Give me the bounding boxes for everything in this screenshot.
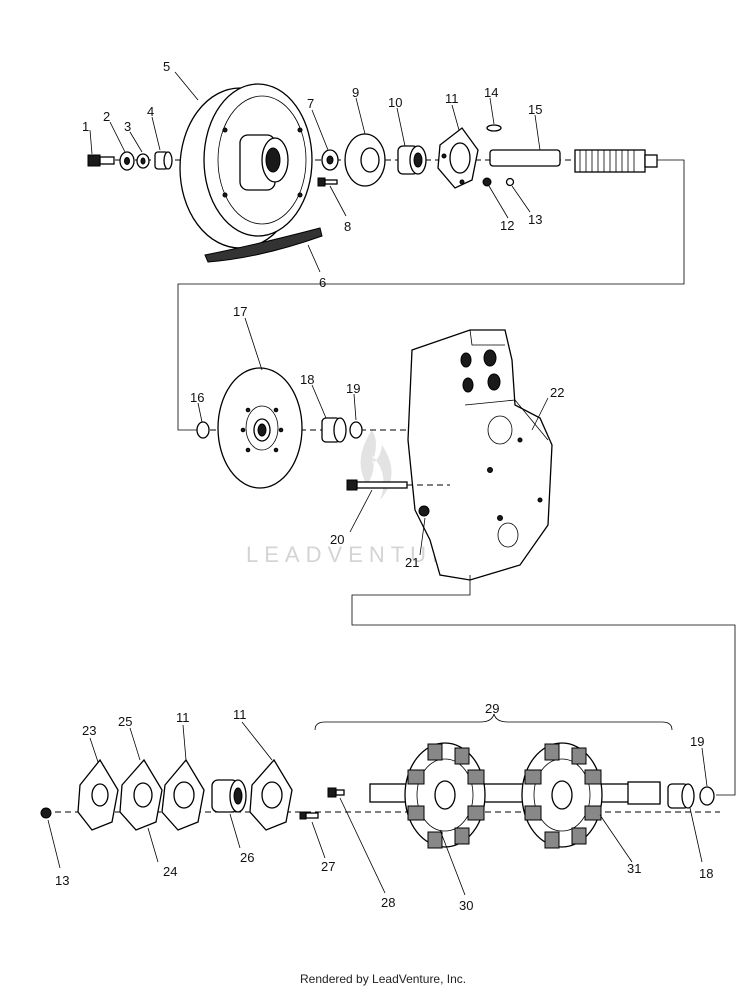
gearcase-assembly: [196, 317, 736, 796]
part-4-spacer: [154, 151, 173, 170]
part-19-ring-mid: [349, 421, 363, 439]
part-31-auger-paddle: [521, 742, 603, 849]
label-part-18-bottom: 18: [699, 866, 713, 881]
label-part-26: 26: [240, 850, 254, 865]
label-part-11-bottom-b: 11: [233, 707, 247, 722]
part-28-setscrew: [327, 787, 345, 798]
part-12-nut: [482, 177, 492, 187]
part-29-bracket: [314, 713, 673, 731]
part-10-bearing: [397, 145, 427, 175]
label-part-10: 10: [388, 95, 402, 110]
label-part-11-bottom-a: 11: [176, 710, 190, 725]
part-18-bearing-bottom: [667, 783, 695, 809]
label-part-5: 5: [163, 59, 170, 74]
label-part-4: 4: [147, 104, 154, 119]
part-11-flange-top: [437, 127, 479, 189]
label-part-19-mid: 19: [346, 381, 360, 396]
leader-lines-bottom: [47, 721, 708, 896]
part-number-labels: 1 2 3 4 5 6 7 8 9 10 11 12 13 14 15 16 1…: [55, 59, 713, 913]
label-part-8: 8: [344, 219, 351, 234]
label-part-14: 14: [484, 85, 498, 100]
label-part-12: 12: [500, 218, 514, 233]
label-part-17: 17: [233, 304, 247, 319]
label-part-23: 23: [82, 723, 96, 738]
label-part-2: 2: [103, 109, 110, 124]
part-23-flange: [77, 758, 119, 831]
label-part-9: 9: [352, 85, 359, 100]
label-part-31: 31: [627, 861, 641, 876]
label-part-13-bottom: 13: [55, 873, 69, 888]
part-11-flange-bottom-b: [249, 758, 293, 831]
part-27-bolt: [299, 811, 319, 820]
part-5-clutch-drum: [179, 83, 313, 249]
part-1-bolt: [87, 154, 115, 167]
label-part-15: 15: [528, 102, 542, 117]
part-22-gearcase: [407, 329, 553, 581]
part-15-shaft: [489, 149, 658, 173]
part-14-key: [486, 124, 502, 132]
label-part-18-mid: 18: [300, 372, 314, 387]
connector-line-1: [177, 159, 685, 431]
part-8-screw: [317, 177, 338, 187]
part-30-auger-paddle: [404, 742, 486, 849]
label-part-29: 29: [485, 701, 499, 716]
part-19-ring-bottom: [699, 786, 715, 806]
leader-lines-top: [89, 71, 541, 273]
label-part-24: 24: [163, 864, 177, 879]
label-part-27: 27: [321, 859, 335, 874]
label-part-16: 16: [190, 390, 204, 405]
part-16-ring: [196, 421, 210, 439]
part-25-flange: [119, 758, 163, 831]
part-18-bearing-mid: [321, 417, 347, 443]
label-part-25: 25: [118, 714, 132, 729]
part-26-bearing: [211, 779, 247, 813]
clutch-drum-assembly: [87, 71, 685, 431]
label-part-13-top: 13: [528, 212, 542, 227]
leader-lines-middle: [197, 317, 549, 556]
part-6-lining: [204, 227, 323, 263]
label-part-1: 1: [82, 119, 89, 134]
label-part-3: 3: [124, 119, 131, 134]
label-part-30: 30: [459, 898, 473, 913]
footer-credit: Rendered by LeadVenture, Inc.: [300, 972, 466, 986]
part-17-driven-disc: [217, 367, 303, 489]
label-part-6: 6: [319, 275, 326, 290]
part-9-plate: [344, 133, 386, 187]
part-13-lockwasher: [505, 177, 515, 187]
label-part-28: 28: [381, 895, 395, 910]
label-part-19-bottom: 19: [690, 734, 704, 749]
label-part-21: 21: [405, 555, 419, 570]
auger-shaft-assembly: [40, 713, 720, 896]
label-part-22: 22: [550, 385, 564, 400]
label-part-11-top: 11: [445, 91, 459, 106]
label-part-7: 7: [307, 96, 314, 111]
connector-line-2: [351, 575, 736, 796]
label-part-20: 20: [330, 532, 344, 547]
part-21-nut: [418, 505, 430, 517]
part-20-bolt: [346, 479, 450, 491]
part-13-nut-bottom: [40, 807, 52, 819]
part-11-flange-bottom-a: [161, 758, 205, 831]
